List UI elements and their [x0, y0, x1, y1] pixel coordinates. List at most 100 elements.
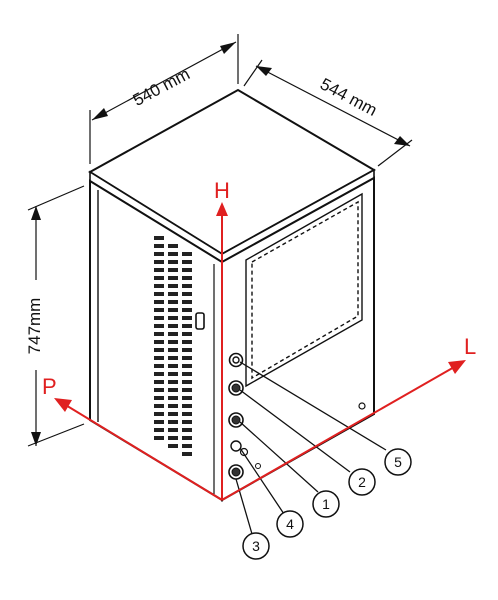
vent-slot: [168, 308, 178, 312]
vent-slot: [168, 380, 178, 384]
vent-slot: [154, 428, 164, 432]
vent-slot: [168, 364, 178, 368]
vent-slot: [182, 268, 192, 272]
vent-slot: [154, 356, 164, 360]
leader-3: [235, 478, 253, 535]
vent-slot: [154, 348, 164, 352]
callout-1-label: 1: [322, 496, 330, 512]
vent-slot: [154, 364, 164, 368]
callout-3: 3: [242, 532, 270, 560]
height-dimension-label: 747mm: [25, 298, 44, 355]
connector-5-icon: [228, 352, 244, 368]
axis-p-label: P: [42, 374, 57, 399]
connector-2-icon: [228, 380, 244, 396]
vent-slot: [182, 404, 192, 408]
vent-slot: [168, 404, 178, 408]
vent-slot: [182, 348, 192, 352]
connector-1-icon: [228, 412, 244, 428]
access-panel: [245, 192, 363, 388]
vent-slot: [154, 268, 164, 272]
vent-slot: [154, 236, 164, 240]
vent-slot: [168, 444, 178, 448]
vent-slot: [182, 332, 192, 336]
vent-slot: [168, 268, 178, 272]
vent-slot: [168, 260, 178, 264]
vent-slot: [182, 284, 192, 288]
callout-5: 5: [384, 448, 412, 476]
vent-slot: [168, 332, 178, 336]
ventilation-grille: [154, 236, 192, 456]
callout-5-label: 5: [394, 454, 402, 470]
vent-slot: [182, 396, 192, 400]
vent-slot: [154, 244, 164, 248]
vent-slot: [168, 420, 178, 424]
vent-slot: [168, 252, 178, 256]
vent-slot: [154, 372, 164, 376]
vent-slot: [182, 364, 192, 368]
vent-slot: [154, 436, 164, 440]
vent-slot: [182, 356, 192, 360]
vent-slot: [182, 372, 192, 376]
vent-slot: [168, 324, 178, 328]
vent-slot: [154, 260, 164, 264]
vent-slot: [182, 444, 192, 448]
dimension-height: 747mm: [24, 185, 85, 447]
vent-slot: [154, 388, 164, 392]
vent-slot: [168, 436, 178, 440]
axes: H L P: [42, 178, 476, 501]
vent-slot: [154, 412, 164, 416]
vent-slot: [154, 276, 164, 280]
vent-slot: [182, 252, 192, 256]
callout-4-label: 4: [286, 516, 294, 532]
vent-slot: [168, 292, 178, 296]
width-dimension-label: 540 mm: [130, 64, 193, 110]
axis-h-arrow-icon: [216, 202, 228, 216]
vent-slot: [154, 340, 164, 344]
vent-slot: [154, 252, 164, 256]
vent-slot: [168, 412, 178, 416]
callout-1: 1: [312, 490, 340, 518]
vent-slot: [154, 332, 164, 336]
vent-slot: [154, 292, 164, 296]
vent-slot: [168, 356, 178, 360]
vent-slot: [168, 340, 178, 344]
leader-4: [239, 447, 285, 515]
depth-dimension-label: 544 mm: [317, 74, 380, 120]
vent-slot: [182, 340, 192, 344]
vent-slot: [168, 276, 178, 280]
vent-slot: [182, 324, 192, 328]
vent-slot: [168, 388, 178, 392]
axis-l-arrow-icon: [448, 360, 466, 374]
vent-slot: [182, 428, 192, 432]
callout-3-label: 3: [252, 538, 260, 554]
vent-slot: [168, 428, 178, 432]
axis-p-line: [63, 403, 223, 501]
vent-slot: [154, 300, 164, 304]
vent-slot: [154, 324, 164, 328]
vent-slot: [182, 420, 192, 424]
vent-slot: [168, 244, 178, 248]
vent-slot: [168, 396, 178, 400]
callout-4: 4: [276, 510, 304, 538]
vent-slot: [182, 276, 192, 280]
vent-slot: [168, 372, 178, 376]
leader-2: [239, 389, 351, 473]
connector-3-icon: [228, 464, 244, 480]
handle-slot-icon: [195, 312, 205, 330]
vent-slot: [182, 380, 192, 384]
vent-slot: [182, 308, 192, 312]
vent-slot: [182, 292, 192, 296]
callout-2-label: 2: [358, 474, 366, 490]
screw-icon: [358, 402, 366, 410]
leader-5: [239, 361, 387, 451]
vent-slot: [154, 420, 164, 424]
vent-slot: [168, 348, 178, 352]
vent-slot: [182, 452, 192, 456]
vent-slot: [168, 284, 178, 288]
vent-slot: [182, 436, 192, 440]
vent-slot: [154, 284, 164, 288]
axis-l-label: L: [464, 334, 476, 359]
vent-slot: [182, 316, 192, 320]
